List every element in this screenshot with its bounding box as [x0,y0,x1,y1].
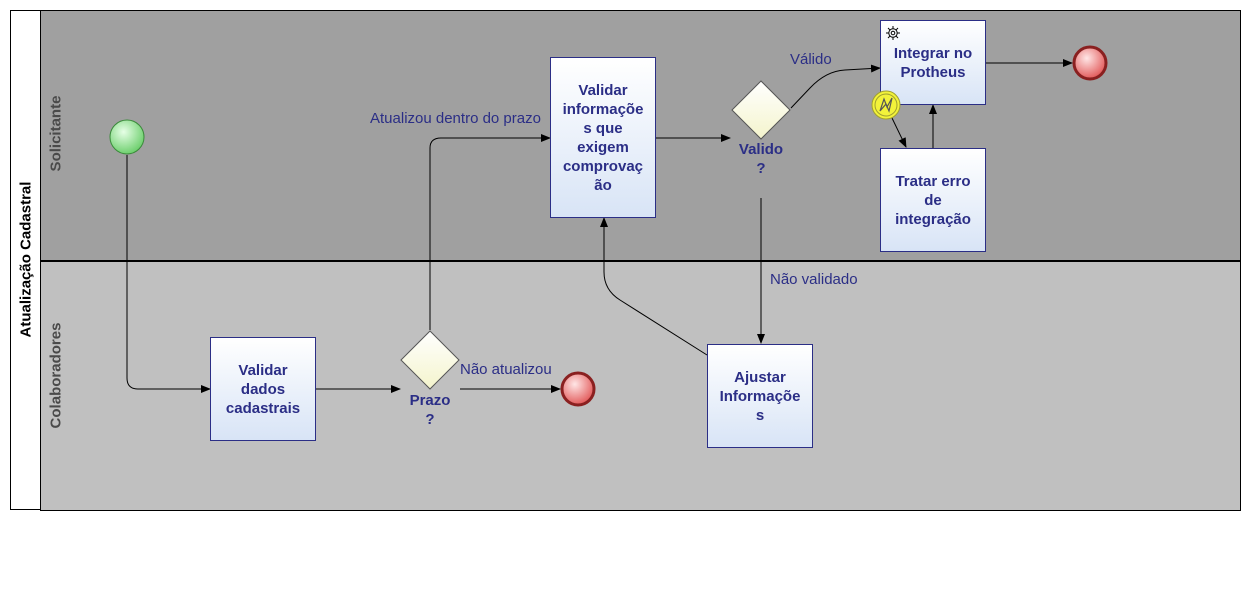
flow-label-atualizou: Atualizou dentro do prazo [370,110,541,127]
flow-label-valido: Válido [790,51,832,68]
task-integrar-protheus[interactable]: Integrar no Protheus [880,20,986,105]
gear-icon [886,26,900,40]
pool-title-bar: Atualização Cadastral [10,10,40,510]
flow-prazo-to-validar-info [429,134,551,330]
gateway-prazo [400,330,460,390]
flow-label-nao-atualizou: Não atualizou [460,361,552,378]
task-label: Integrar no Protheus [893,44,973,81]
flow-label-nao-validado: Não validado [770,271,858,288]
task-ajustar-informacoes[interactable]: Ajustar Informaçõe s [707,344,813,448]
gateway-label-prazo: Prazo ? [409,392,451,428]
flow-ajustar-to-validar-info [600,217,708,356]
end-event-nao-atualizou [560,371,596,407]
start-event [109,119,145,155]
gateway-label-valido: Valido ? [738,141,784,177]
task-label: Validar informaçõe s que exigem comprova… [562,81,644,194]
flow-error-to-tratar [891,117,907,148]
gateway-valido [731,80,791,140]
error-boundary-event-icon [871,90,901,120]
task-validar-dados-cadastrais[interactable]: Validar dados cadastrais [210,337,316,441]
task-label: Tratar erro de integração [895,172,971,228]
flow-start-to-validar-dados [126,155,211,393]
task-tratar-erro[interactable]: Tratar erro de integração [880,148,986,252]
task-label: Ajustar Informaçõe s [719,368,801,424]
task-validar-informacoes[interactable]: Validar informaçõe s que exigem comprova… [550,57,656,218]
task-label: Validar dados cadastrais [225,361,301,417]
end-event-integrado [1072,45,1108,81]
flow-valido-to-integrar [790,64,881,109]
